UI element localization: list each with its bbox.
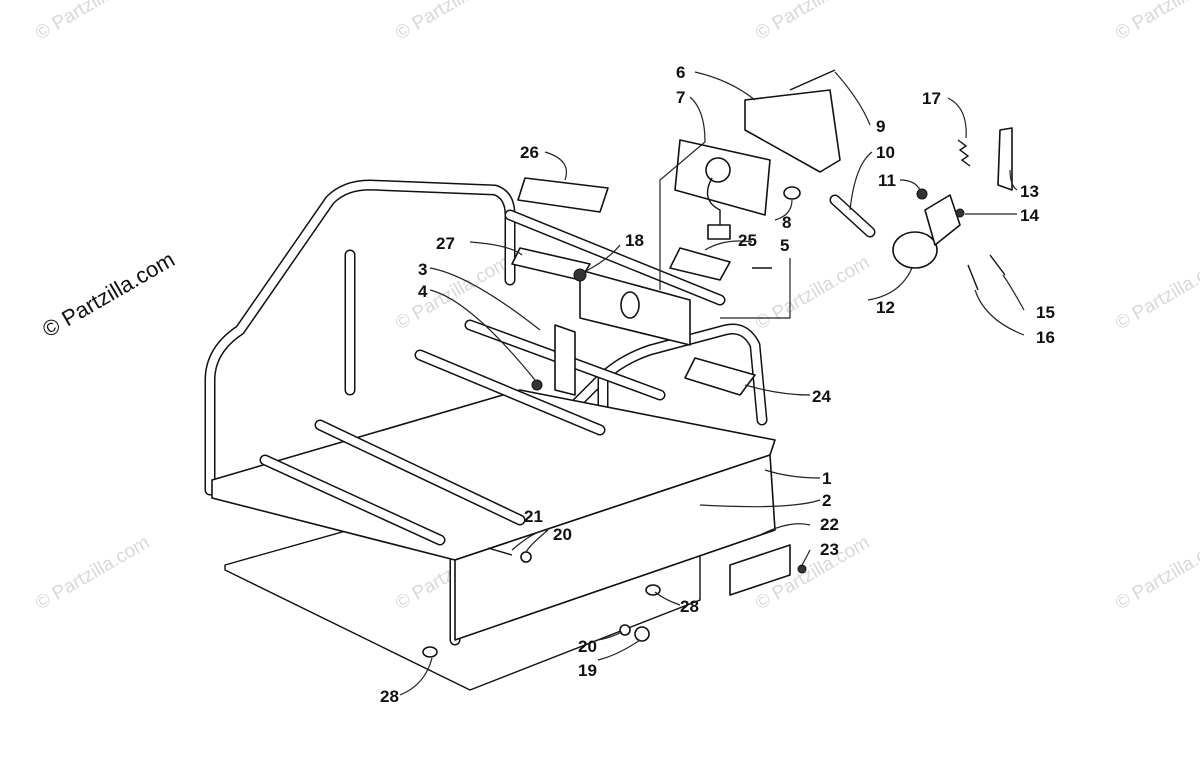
light-cover-6 — [744, 89, 841, 173]
callout-25: 25 — [738, 231, 757, 250]
hitch-bracket-13 — [997, 127, 1013, 191]
watermark-text: © Partzilla.com — [1112, 252, 1200, 334]
callout-28-right: 28 — [680, 597, 699, 616]
nut-11 — [916, 188, 928, 200]
callout-24: 24 — [812, 387, 831, 406]
callout-17: 17 — [922, 89, 941, 108]
watermark-text: © Partzilla.com — [1112, 0, 1200, 44]
callout-3: 3 — [418, 260, 427, 279]
watermark-text: © Partzilla.com — [392, 252, 513, 334]
watermark-text: © Partzilla.com — [752, 0, 873, 44]
callout-13: 13 — [1020, 182, 1039, 201]
callout-2: 2 — [822, 491, 831, 510]
callout-5: 5 — [780, 236, 789, 255]
reflector-24 — [684, 357, 756, 396]
screw-14 — [955, 208, 965, 218]
nut-18 — [573, 268, 587, 282]
callout-6: 6 — [676, 63, 685, 82]
callout-20-lower: 20 — [578, 637, 597, 656]
clip-16 — [967, 264, 979, 291]
bracket-3 — [554, 324, 576, 396]
callout-26: 26 — [520, 143, 539, 162]
callout-22: 22 — [820, 515, 839, 534]
watermark-text: © Partzilla.com — [32, 532, 153, 614]
watermark-text: © Partzilla.com — [752, 252, 873, 334]
watermark-text: © Partzilla.com — [392, 0, 513, 44]
callout-11: 11 — [878, 171, 896, 190]
screw-23 — [797, 564, 807, 574]
callout-16: 16 — [1036, 328, 1055, 347]
callouts: 1 2 3 4 5 6 7 8 9 10 11 12 13 14 15 16 1… — [380, 63, 1055, 706]
callout-9: 9 — [876, 117, 885, 136]
reflector-22 — [729, 544, 791, 596]
callout-15: 15 — [1036, 303, 1055, 322]
hitch-body-12 — [892, 231, 938, 269]
callout-27: 27 — [436, 234, 455, 253]
screw-9 — [789, 69, 836, 91]
spring-17 — [957, 139, 971, 167]
bolt-19 — [634, 626, 650, 642]
washer-20 — [520, 551, 532, 563]
callout-19: 19 — [578, 661, 597, 680]
washer-20 — [619, 624, 631, 636]
callout-7: 7 — [676, 88, 685, 107]
decal-26 — [517, 177, 609, 213]
callout-18: 18 — [625, 231, 644, 250]
leader-lines — [399, 71, 1025, 696]
cap-28 — [422, 646, 438, 658]
nut-4 — [531, 379, 543, 391]
bulb-8 — [783, 186, 801, 200]
pin-15 — [989, 254, 1006, 276]
bolt-21 — [487, 547, 513, 556]
callout-1: 1 — [822, 469, 831, 488]
callout-28-left: 28 — [380, 687, 399, 706]
callout-12: 12 — [876, 298, 895, 317]
callout-20-upper: 20 — [553, 525, 572, 544]
callout-8: 8 — [782, 213, 791, 232]
callout-10: 10 — [876, 143, 895, 162]
callout-4: 4 — [418, 282, 428, 301]
watermark-text: © Partzilla.com — [1112, 532, 1200, 614]
rack-frame — [204, 179, 776, 646]
callout-21: 21 — [524, 507, 543, 526]
watermark-text: © Partzilla.com — [32, 0, 153, 44]
callout-23: 23 — [820, 540, 839, 559]
watermark-main: © Partzilla.com — [38, 247, 179, 343]
callout-14: 14 — [1020, 206, 1039, 225]
reflector-25 — [669, 247, 731, 281]
